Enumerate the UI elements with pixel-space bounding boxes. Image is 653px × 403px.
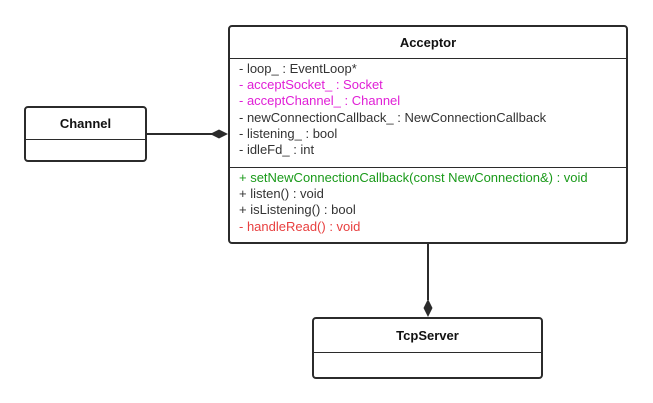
acceptor-operation-0: + setNewConnectionCallback(const NewConn… (239, 170, 588, 185)
acceptor-class-box[interactable]: Acceptor - loop_ : EventLoop*- acceptSoc… (228, 25, 628, 244)
acceptor-operation-3: - handleRead() : void (239, 218, 361, 234)
tcpserver-class-name: TcpServer (314, 319, 541, 353)
acceptor-operation-1: + listen() : void (239, 186, 324, 202)
acceptor-attribute-2: - acceptChannel_ : Channel (239, 93, 401, 109)
channel-class-box[interactable]: Channel (24, 106, 147, 162)
tcpserver-class-box[interactable]: TcpServer (312, 317, 543, 379)
acceptor-operations: + setNewConnectionCallback(const NewConn… (230, 168, 626, 235)
composition-diamond-acceptor-left (210, 129, 228, 139)
acceptor-operation-2: + isListening() : bool (239, 202, 356, 218)
channel-class-name: Channel (26, 108, 145, 140)
acceptor-attributes: - loop_ : EventLoop*- acceptSocket_ : So… (230, 59, 626, 168)
acceptor-attribute-3: - newConnectionCallback_ : NewConnection… (239, 109, 547, 125)
acceptor-attribute-1: - acceptSocket_ : Socket (239, 77, 383, 93)
composition-diamond-tcpserver-top (423, 299, 433, 317)
acceptor-attribute-5: - idleFd_ : int (239, 142, 315, 158)
acceptor-attribute-4: - listening_ : bool (239, 125, 338, 141)
acceptor-class-name: Acceptor (230, 27, 626, 59)
acceptor-attribute-0: - loop_ : EventLoop* (239, 61, 357, 76)
